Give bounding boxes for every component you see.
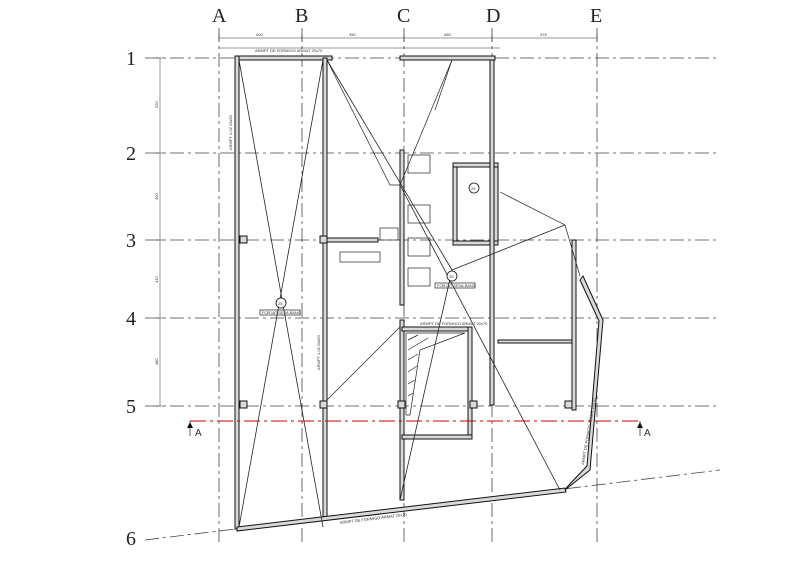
column-label-e: E: [590, 5, 602, 27]
column-label-c: C: [397, 5, 410, 27]
top-beam: [236, 55, 333, 61]
left-dim-2: 400: [154, 193, 159, 200]
row-label-5: 5: [126, 396, 136, 418]
column-label-a: A: [212, 5, 227, 27]
row-label-3: 3: [126, 230, 136, 252]
void-number-center: 25: [449, 274, 454, 279]
center-beam: [322, 57, 328, 521]
row-label-6: 6: [126, 528, 136, 550]
left-void-cross: [238, 59, 324, 528]
top-dim-4: 376: [540, 32, 547, 37]
left-beam: [234, 55, 240, 530]
column-markers: [239, 235, 573, 409]
void-label-left: FORJAT SEVA BANO: [262, 310, 301, 315]
column-grid-lines: [218, 28, 598, 545]
void-label-center: FORJAT SEVA BANO: [437, 283, 476, 288]
central-void: [326, 59, 581, 501]
column-labels: A B C D E: [212, 5, 602, 27]
structural-walls: [234, 55, 604, 532]
beam-label-mid: ARMPT DE FORMIGO ARMAT 20x70: [420, 321, 488, 326]
section-mark-left: A: [195, 428, 202, 439]
left-dim-3: 410: [154, 276, 159, 283]
void-number-core: 25: [471, 186, 476, 191]
left-dim-4: 480: [154, 358, 159, 365]
column-label-b: B: [295, 5, 308, 27]
bottom-beam: [236, 487, 567, 532]
void-marker-center: 25 FORJAT SEVA BANO: [434, 270, 476, 289]
top-dim-2: 350: [349, 32, 356, 37]
top-dim-1: 400: [256, 32, 263, 37]
top-dim-3: 485: [444, 32, 451, 37]
section-cut-line: A A: [187, 420, 651, 439]
beam-label-left: ARMPT 1.02 20x50: [228, 114, 233, 150]
beam-labels: ARMPT DE FORMIGO ARMAT 20x70 ARMPT DE FO…: [228, 48, 597, 525]
row-label-2: 2: [126, 143, 136, 165]
beam-label-center: ARMPT 1.02 20x50: [316, 334, 321, 370]
column-label-d: D: [486, 5, 500, 27]
top-dimension-chain: 400 350 485 376: [218, 32, 598, 49]
void-marker-left: 25 FORJAT SEVA BANO: [259, 297, 301, 316]
right-beam: [564, 275, 604, 491]
void-marker-core: 25: [468, 182, 480, 194]
opening-blocks: [339, 154, 431, 287]
void-number-left: 25: [278, 301, 283, 306]
beam-label-top: ARMPT DE FORMIGO ARMAT 20x70: [255, 48, 323, 53]
row-labels: 1 2 3 4 5 6: [126, 48, 136, 550]
row-label-4: 4: [126, 308, 136, 330]
row-label-1: 1: [126, 48, 136, 70]
left-dimension-chain: 520 400 410 480: [154, 57, 164, 407]
hatched-area: [405, 332, 466, 416]
section-mark-right: A: [644, 428, 651, 439]
left-dim-1: 520: [154, 101, 159, 108]
